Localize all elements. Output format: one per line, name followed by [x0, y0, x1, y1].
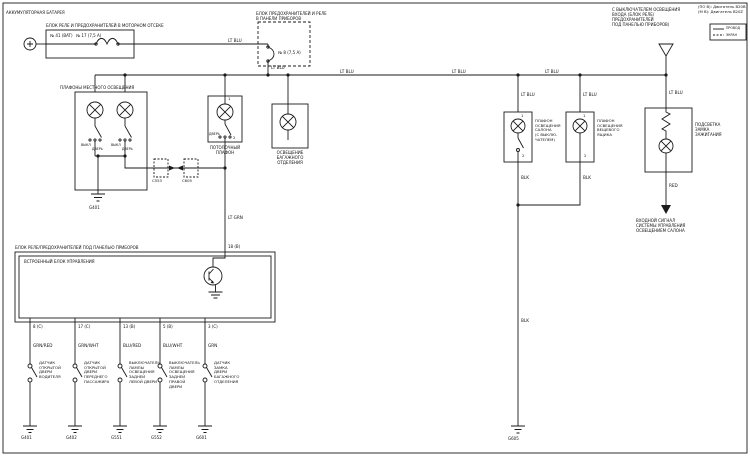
engine-fuse-box-symbol: [45, 29, 268, 59]
wire-color-after-fuse: LT BLU: [271, 65, 285, 70]
wire-color-feed: LT BLU: [228, 38, 242, 43]
dome-ground-label: G605: [508, 436, 519, 441]
battery-symbol: [23, 37, 46, 51]
under-dash-inner-label: ВСТРОЕННЫЙ БЛОК УПРАВЛЕНИЯ: [24, 259, 95, 264]
map-switch2-door-label: ДВЕРЬ: [122, 147, 133, 151]
switch2-ground-label: G402: [66, 435, 77, 440]
switch1-pin: 8 (C): [33, 324, 43, 329]
switch4-pin: 5 (B): [163, 324, 173, 329]
key-light-output-note: ВХОДНОЙ СИГНАЛ СИСТЕМЫ УПРАВЛЕНИЯ ОСВЕЩЕ…: [636, 218, 686, 233]
switch3-wire-color: BLU/RED: [123, 343, 142, 348]
ceiling-light-symbol: [207, 95, 243, 252]
battery-label: АККУМУЛЯТОРНАЯ БАТАРЕЯ: [6, 10, 65, 15]
dome-pin-bottom: 2: [522, 153, 525, 158]
under-dash-pin-in: 18 (B): [228, 244, 241, 249]
top-right-note: С ВЫКЛЮЧАТЕЛЕМ ОСВЕЩЕНИЯ ВХОДА (БЛОК РЕЛ…: [612, 7, 681, 27]
glove-pin-top: 1: [583, 113, 586, 118]
switch2-wire-color: GRN/WHT: [78, 343, 99, 348]
switch4-wire-color: BLU/WHT: [163, 343, 183, 348]
arrowheads: [169, 165, 671, 284]
glove-pin-bottom: 2: [584, 153, 587, 158]
glovebox-light-symbol: [518, 111, 595, 206]
ceiling-pin-bottom: 2: [233, 135, 236, 140]
ceiling-switch-door-label: ДВЕРЬ: [209, 132, 220, 136]
connector-1-label: C553: [152, 178, 162, 183]
switch2-pin: 17 (C): [78, 324, 91, 329]
fuse-number-label: № 17 (7,5 A): [76, 33, 102, 38]
trunk-light-symbol: [271, 103, 309, 149]
ceiling-pin-top: 1: [228, 96, 231, 101]
dash-fuse-box-symbol: [257, 21, 311, 75]
door-switch-symbols: [23, 318, 213, 433]
map-lights-title: ПЛАФОНЫ МЕСТНОГО ОСВЕЩЕНИЯ: [60, 85, 135, 90]
wire-color-stub-dome: LT BLU: [521, 92, 535, 97]
wire-color-bus-2: LT BLU: [452, 69, 466, 74]
junction-dots: [96, 73, 668, 207]
connector-2-label: C605: [182, 178, 192, 183]
wire-color-dome-out: BLK: [521, 175, 529, 180]
map-switch2-off-label: ВЫКЛ: [111, 143, 121, 147]
legend-sample-2-label: ЭКРАН: [726, 32, 737, 37]
switch1-wire-color: GRN/RED: [33, 343, 53, 348]
wire-color-dome-out-2: BLK: [521, 318, 529, 323]
wire-color-bus-1: LT BLU: [340, 69, 354, 74]
switch5-wire-color: GRN: [208, 343, 218, 348]
wire-color-key-out: RED: [669, 183, 678, 188]
trunk-light-title: ОСВЕЩЕНИЕ БАГАЖНОГО ОТДЕЛЕНИЯ: [276, 150, 304, 165]
dash-fuse-label: № 8 (7,5 A): [278, 50, 301, 55]
wire-color-bus-3: LT BLU: [545, 69, 559, 74]
ceiling-light-title: ПОТОЛОЧНЫЙ ПЛАФОН: [209, 145, 241, 155]
key-light-title: ПОДСВЕТКА ЗАМКА ЗАЖИГАНИЯ: [695, 122, 722, 137]
wire-color-glove-out: BLK: [583, 175, 591, 180]
switch5-ground-label: G601: [196, 435, 207, 440]
fuse-bat-label: № 41 (BAT): [50, 33, 73, 38]
switch5-pin: 3 (C): [208, 324, 218, 329]
dome-pin-top: 1: [521, 113, 524, 118]
switch3-pin: 13 (B): [123, 324, 136, 329]
dash-fuse-box-title: БЛОК ПРЕДОХРАНИТЕЛЕЙ И РЕЛЕ В ПАНЕЛИ ПРИ…: [256, 11, 327, 21]
switch3-ground-label: G551: [111, 435, 122, 440]
switch1-ground-label: G401: [21, 435, 32, 440]
map-switch1-door-label: ДВЕРЬ: [92, 147, 103, 151]
legend-sample-1-label: ПРОВОД: [726, 26, 741, 30]
map-lights-ground-label: G401: [89, 205, 100, 210]
switch4-ground-label: G552: [151, 435, 162, 440]
engine-variant-legend: (ПО В): Двигатель B20B (М В): Двигатель …: [698, 4, 746, 14]
wire-color-stub-key: LT BLU: [669, 90, 683, 95]
legend-box: [709, 23, 747, 41]
map-lights-symbol: [74, 91, 225, 202]
under-dash-box-title: БЛОК РЕЛЕ/ПРЕДОХРАНИТЕЛЕЙ ПОД ПАНЕЛЬЮ ПР…: [15, 245, 139, 250]
power-bus-wire: [94, 74, 666, 114]
inline-connector-symbols: [153, 158, 199, 178]
dome-light-symbol: [503, 111, 533, 434]
wire-color-stub-glove: LT BLU: [583, 92, 597, 97]
key-light-symbol: [644, 43, 693, 205]
map-switch1-off-label: ВЫКЛ: [81, 143, 91, 147]
engine-fuse-box-title: БЛОК РЕЛЕ И ПРЕДОХРАНИТЕЛЕЙ В МОТОРНОМ О…: [46, 23, 164, 28]
under-dash-box-symbol: [14, 251, 276, 323]
wire-color-ceiling-down: LT GRN: [228, 215, 243, 220]
